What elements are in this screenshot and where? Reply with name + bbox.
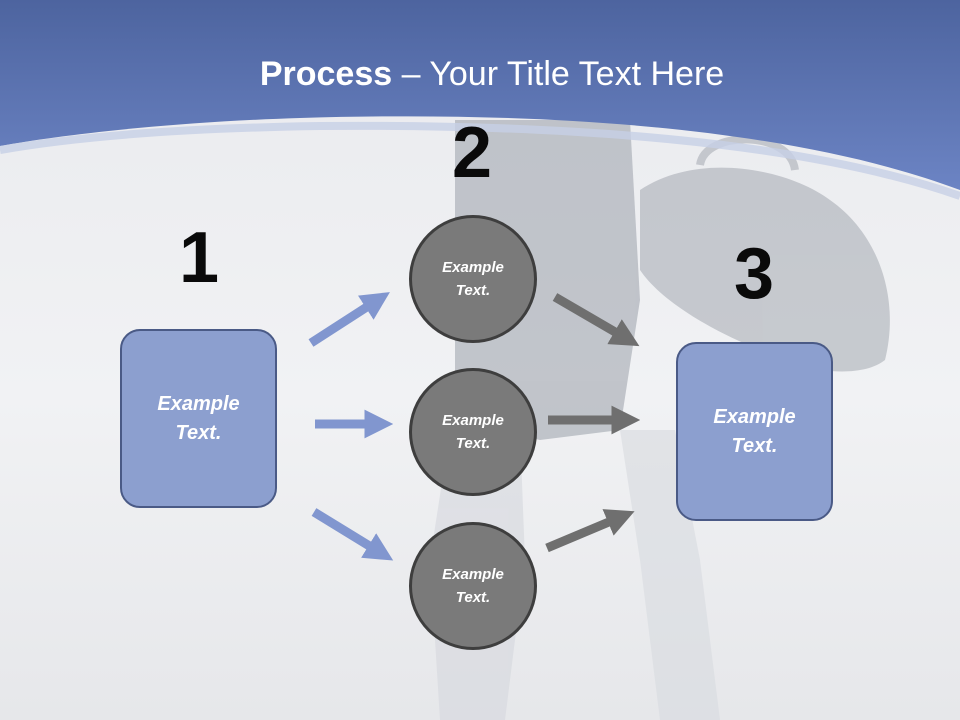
arrow-gray-up: [545, 509, 635, 553]
step-number-1: 1: [178, 218, 220, 298]
step-number-3: 3: [733, 234, 775, 314]
header-accent-curve: [0, 121, 960, 200]
step-2-circle-top-label: Example Text.: [442, 259, 504, 299]
title-rest: – Your Title Text Here: [392, 55, 725, 93]
arrow-blue-up: [308, 292, 390, 347]
header-band: [0, 0, 960, 190]
page-title: Process – Your Title Text Here: [0, 52, 960, 96]
step-number-2: 2: [451, 113, 493, 193]
step-1-label: Example Text.: [157, 392, 240, 444]
arrow-blue-down: [311, 508, 394, 561]
step-2-circle-bottom: Example Text.: [409, 522, 537, 650]
step-2-circle-middle: Example Text.: [409, 368, 537, 496]
arrow-gray-down: [552, 293, 640, 347]
title-bold: Process: [259, 55, 393, 93]
step-2-circle-middle-label: Example Text.: [442, 412, 504, 452]
step-3-box: Example Text.: [676, 342, 833, 521]
step-2-circle-top: Example Text.: [409, 215, 537, 343]
step-3-label: Example Text.: [713, 405, 796, 457]
step-1-box: Example Text.: [120, 329, 277, 508]
step-2-circle-bottom-label: Example Text.: [442, 566, 504, 606]
